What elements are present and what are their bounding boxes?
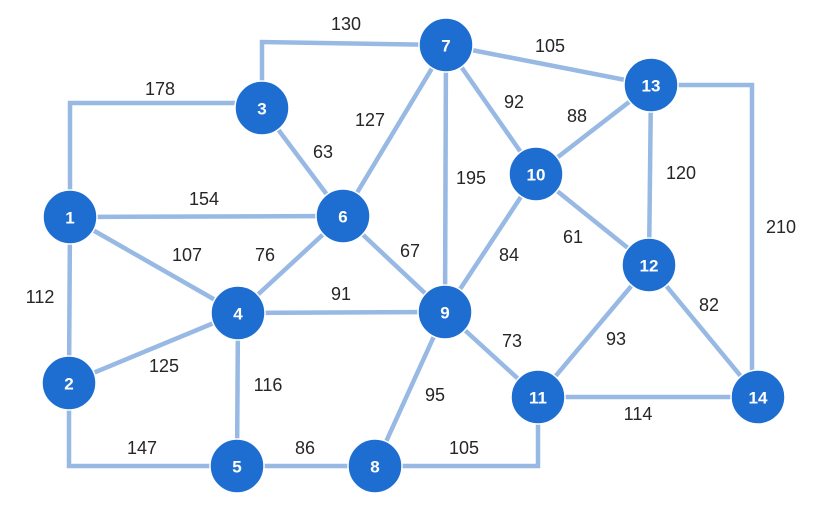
edge-2-4 bbox=[68, 310, 239, 386]
node-label-10: 10 bbox=[527, 166, 546, 185]
node-label-6: 6 bbox=[338, 208, 347, 227]
node-label-3: 3 bbox=[257, 100, 266, 119]
node-14: 14 bbox=[730, 369, 786, 425]
node-8: 8 bbox=[347, 438, 403, 494]
node-label-12: 12 bbox=[640, 257, 659, 276]
node-circle-9 bbox=[417, 284, 473, 340]
node-label-7: 7 bbox=[441, 37, 450, 56]
edge-weight-9-11: 73 bbox=[502, 331, 522, 351]
node-circle-4 bbox=[210, 285, 266, 341]
node-7: 7 bbox=[418, 17, 474, 73]
edge-7-13 bbox=[445, 42, 652, 88]
edge-13-14 bbox=[651, 82, 761, 398]
node-label-13: 13 bbox=[642, 77, 661, 96]
node-circle-8 bbox=[347, 438, 403, 494]
node-circle-13 bbox=[623, 57, 679, 113]
node-5: 5 bbox=[209, 438, 265, 494]
edge-weight-1-2: 112 bbox=[26, 287, 55, 307]
edge-weight-7-10: 92 bbox=[504, 92, 524, 112]
edge-1-4 bbox=[68, 215, 240, 315]
node-circle-1 bbox=[42, 189, 98, 245]
node-label-8: 8 bbox=[370, 458, 379, 477]
edge-weight-2-4: 125 bbox=[149, 356, 179, 376]
node-circle-14 bbox=[730, 369, 786, 425]
edge-weight-7-13: 105 bbox=[535, 36, 565, 56]
node-6: 6 bbox=[315, 188, 371, 244]
node-1: 1 bbox=[42, 189, 98, 245]
edge-1-6 bbox=[69, 213, 344, 220]
node-11: 11 bbox=[510, 369, 566, 425]
node-label-14: 14 bbox=[749, 389, 768, 408]
edge-12-11 bbox=[536, 263, 651, 399]
edge-weight-4-5: 116 bbox=[254, 375, 283, 395]
edge-weight-13-14: 210 bbox=[766, 217, 796, 237]
edge-weight-11-14: 114 bbox=[624, 404, 653, 424]
edge-13-12 bbox=[646, 84, 654, 266]
node-label-2: 2 bbox=[64, 375, 73, 394]
node-label-9: 9 bbox=[440, 304, 449, 323]
edge-weight-4-9: 91 bbox=[331, 284, 351, 304]
edge-weight-4-6: 76 bbox=[255, 245, 275, 265]
edge-weight-9-8: 95 bbox=[425, 385, 445, 405]
node-label-1: 1 bbox=[65, 209, 74, 228]
edge-weight-8-11: 105 bbox=[449, 438, 479, 458]
edge-12-14 bbox=[647, 263, 760, 399]
node-circle-12 bbox=[621, 237, 677, 293]
edge-1-3 bbox=[67, 100, 263, 217]
node-9: 9 bbox=[417, 284, 473, 340]
edge-weight-5-8: 86 bbox=[295, 438, 315, 458]
node-13: 13 bbox=[623, 57, 679, 113]
node-circle-10 bbox=[508, 146, 564, 202]
edge-weight-9-10: 84 bbox=[499, 245, 519, 265]
node-10: 10 bbox=[508, 146, 564, 202]
node-4: 4 bbox=[210, 285, 266, 341]
edge-weight-1-6: 154 bbox=[189, 189, 219, 209]
edge-weight-12-14: 82 bbox=[699, 295, 719, 315]
node-circle-7 bbox=[418, 17, 474, 73]
node-label-4: 4 bbox=[233, 305, 243, 324]
edge-weight-13-12: 120 bbox=[666, 163, 696, 183]
edge-weight-2-5: 147 bbox=[127, 438, 157, 458]
node-12: 12 bbox=[621, 237, 677, 293]
edge-weight-1-4: 107 bbox=[172, 245, 202, 265]
edge-4-9 bbox=[237, 309, 446, 316]
node-label-5: 5 bbox=[232, 458, 241, 477]
node-circle-3 bbox=[234, 80, 290, 136]
edge-7-6 bbox=[341, 43, 448, 218]
edge-weight-1-3: 178 bbox=[145, 79, 175, 99]
edge-3-7 bbox=[259, 39, 447, 108]
edge-7-9 bbox=[442, 44, 449, 313]
node-circle-5 bbox=[209, 438, 265, 494]
edge-weight-10-12: 61 bbox=[563, 227, 583, 247]
edge-weight-10-13: 88 bbox=[567, 106, 587, 126]
node-2: 2 bbox=[41, 355, 97, 411]
edge-weight-7-9: 195 bbox=[456, 168, 486, 188]
edge-weight-3-6: 63 bbox=[313, 142, 333, 162]
node-label-11: 11 bbox=[529, 389, 547, 408]
edge-weight-12-11: 93 bbox=[606, 329, 626, 349]
node-circle-2 bbox=[41, 355, 97, 411]
node-circle-11 bbox=[510, 369, 566, 425]
node-3: 3 bbox=[234, 80, 290, 136]
edge-weight-7-6: 127 bbox=[355, 110, 385, 130]
edge-weight-3-7: 130 bbox=[331, 14, 361, 34]
edge-9-8 bbox=[372, 311, 448, 467]
edge-weight-6-9: 67 bbox=[400, 241, 420, 261]
node-circle-6 bbox=[315, 188, 371, 244]
